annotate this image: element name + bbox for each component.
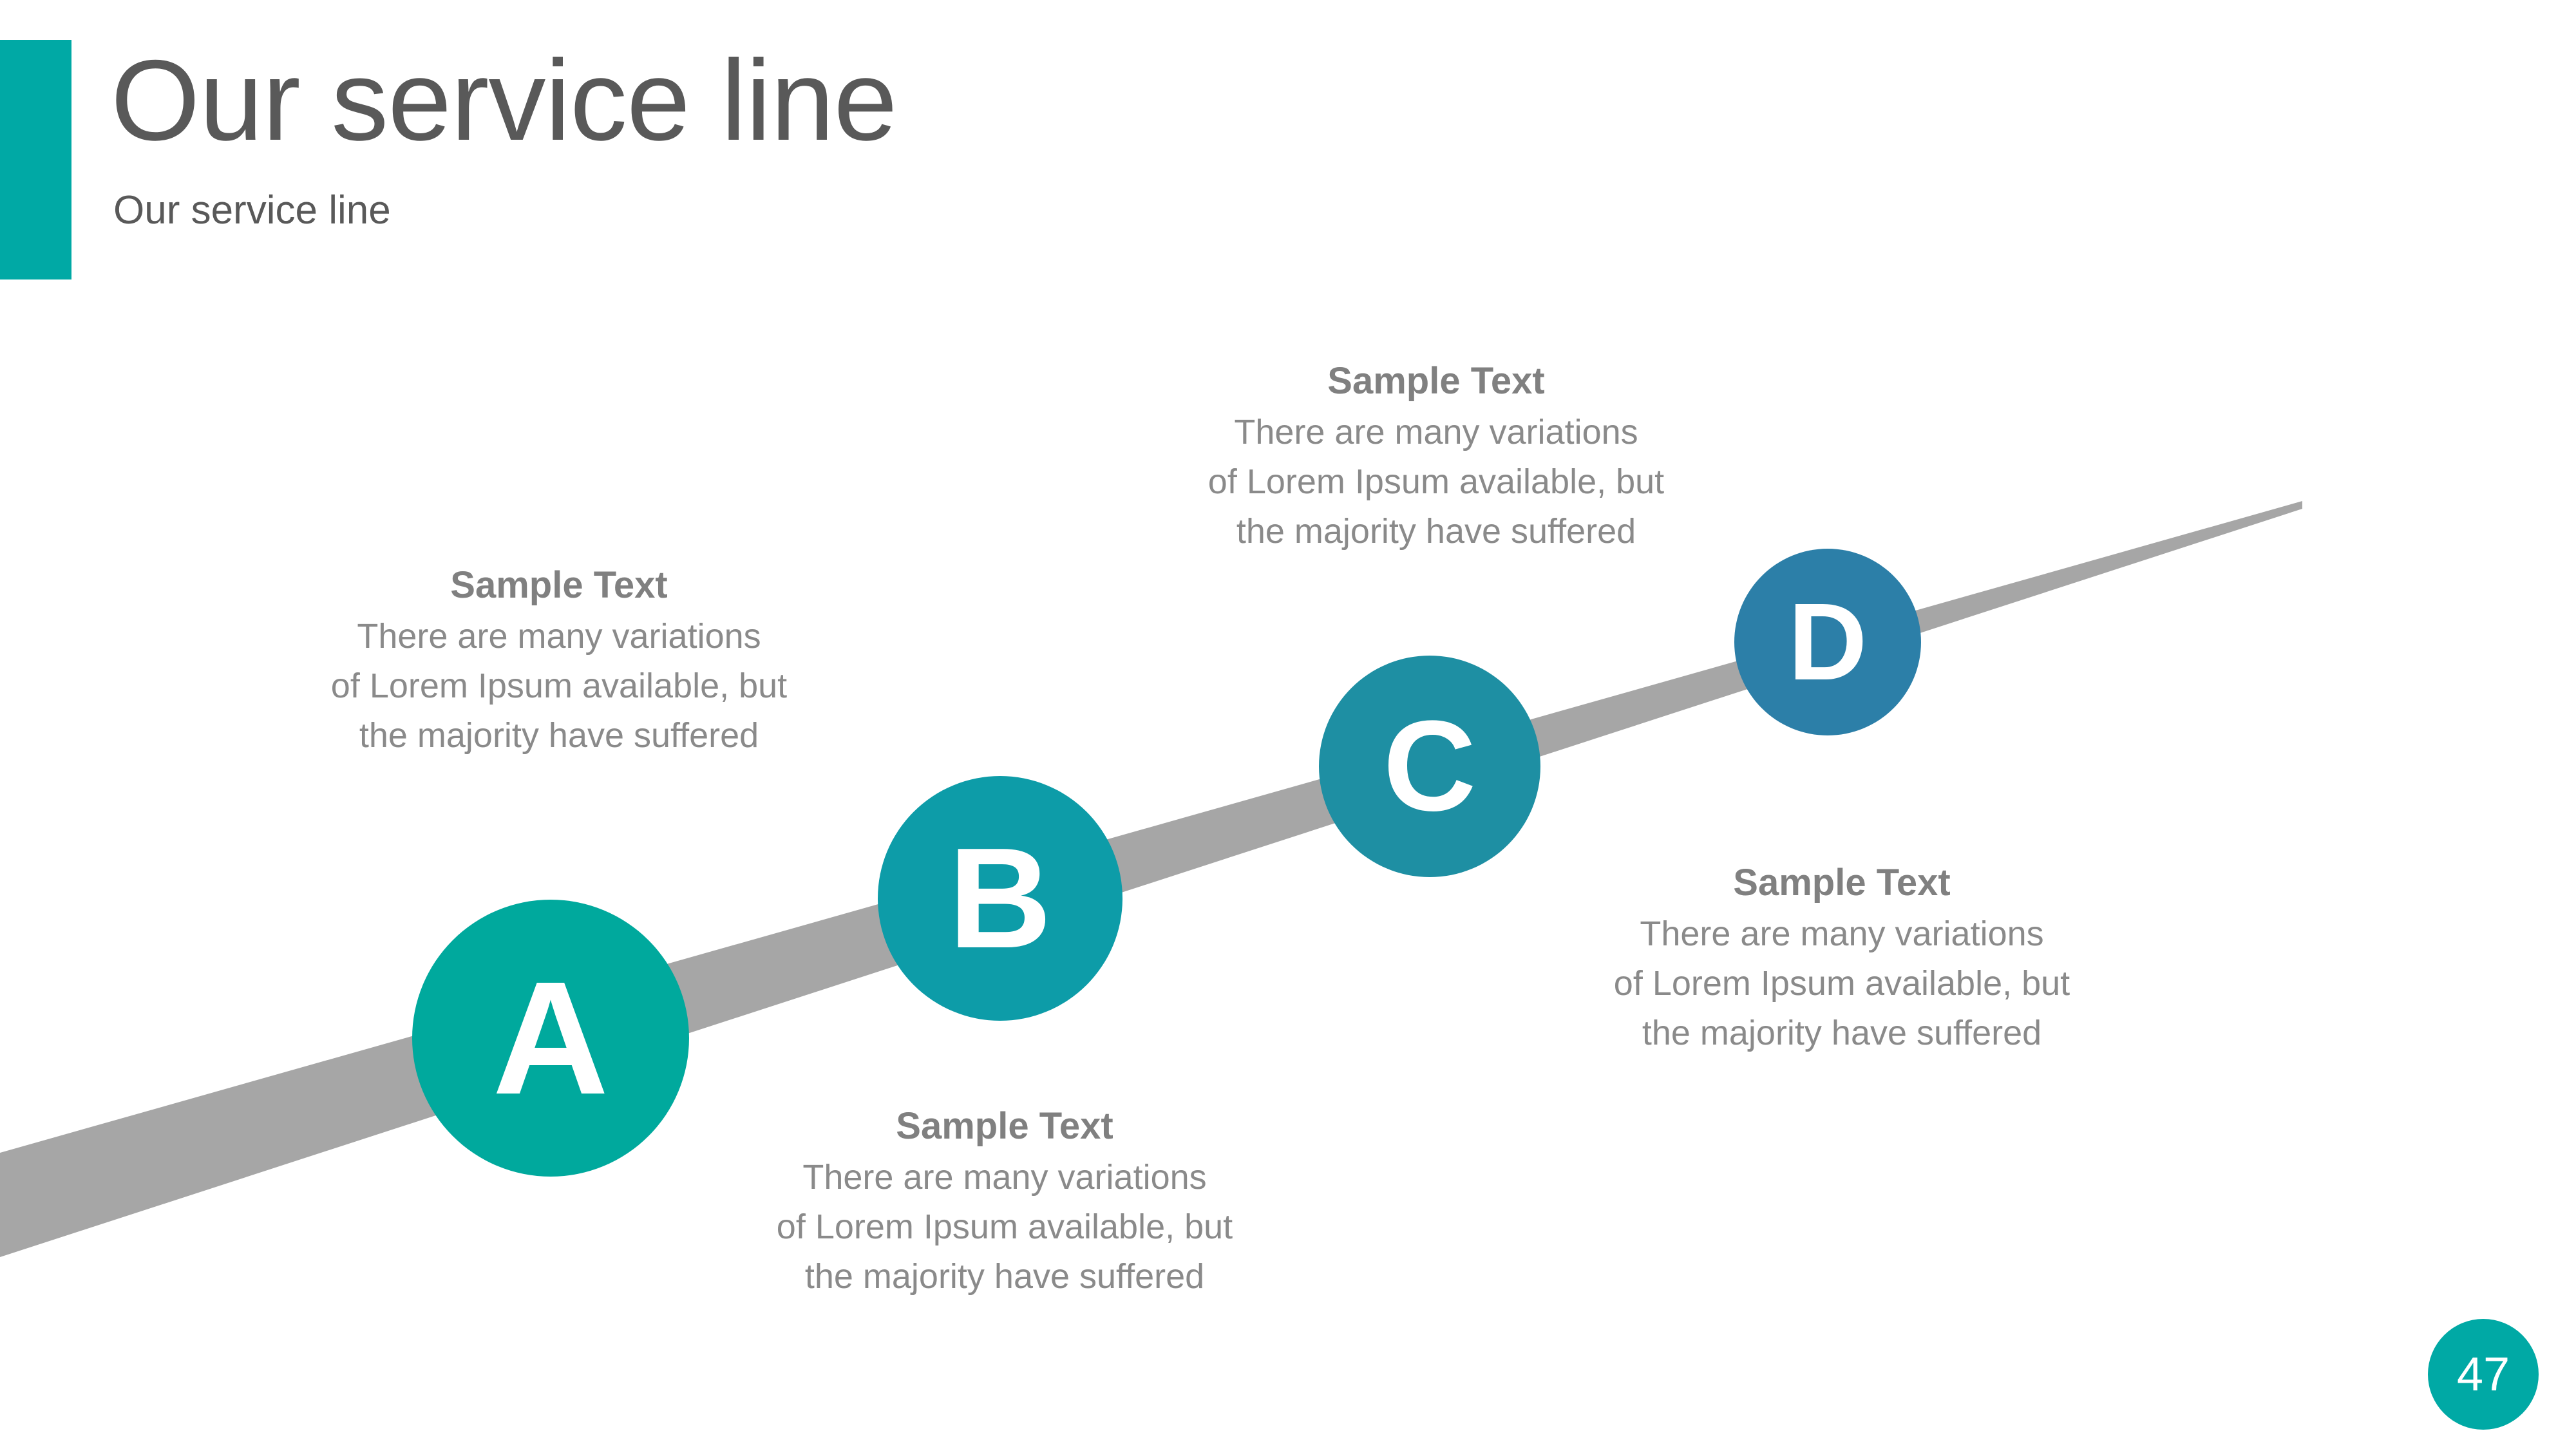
caption-line: There are many variations — [1640, 914, 2044, 954]
page-number-badge: 47 — [2428, 1319, 2539, 1430]
caption-line: of Lorem Ipsum available, but — [776, 1207, 1233, 1246]
caption-block-b: Sample Text There are many variations of… — [734, 1103, 1275, 1301]
process-node-a[interactable]: A — [412, 900, 689, 1177]
process-node-b[interactable]: B — [878, 776, 1122, 1021]
caption-title-c: Sample Text — [1327, 360, 1545, 402]
caption-body-a: There are many variations of Lorem Ipsum… — [289, 612, 829, 760]
caption-title-b: Sample Text — [896, 1105, 1113, 1147]
caption-block-d: Sample Text There are many variations of… — [1571, 859, 2112, 1057]
caption-line: the majority have suffered — [804, 1256, 1205, 1296]
caption-line: the majority have suffered — [359, 715, 759, 755]
caption-block-a: Sample Text There are many variations of… — [289, 562, 829, 760]
caption-title-d: Sample Text — [1733, 862, 1951, 904]
caption-title-a: Sample Text — [450, 564, 668, 606]
title-accent-bar — [0, 40, 71, 279]
page-title: Our service line — [111, 36, 898, 164]
caption-line: of Lorem Ipsum available, but — [330, 666, 788, 705]
caption-line: There are many variations — [1234, 413, 1638, 452]
process-node-c[interactable]: C — [1319, 656, 1540, 877]
caption-line: There are many variations — [357, 617, 761, 656]
caption-block-c: Sample Text There are many variations of… — [1166, 357, 1707, 556]
process-node-d[interactable]: D — [1734, 549, 1921, 735]
caption-line: There are many variations — [802, 1158, 1207, 1197]
caption-line: the majority have suffered — [1236, 511, 1636, 551]
caption-line: the majority have suffered — [1642, 1013, 2042, 1052]
caption-body-c: There are many variations of Lorem Ipsum… — [1166, 408, 1707, 556]
page-subtitle: Our service line — [113, 188, 391, 232]
caption-body-b: There are many variations of Lorem Ipsum… — [734, 1153, 1275, 1301]
caption-line: of Lorem Ipsum available, but — [1613, 963, 2070, 1003]
caption-line: of Lorem Ipsum available, but — [1208, 462, 1665, 501]
caption-body-d: There are many variations of Lorem Ipsum… — [1571, 909, 2112, 1057]
